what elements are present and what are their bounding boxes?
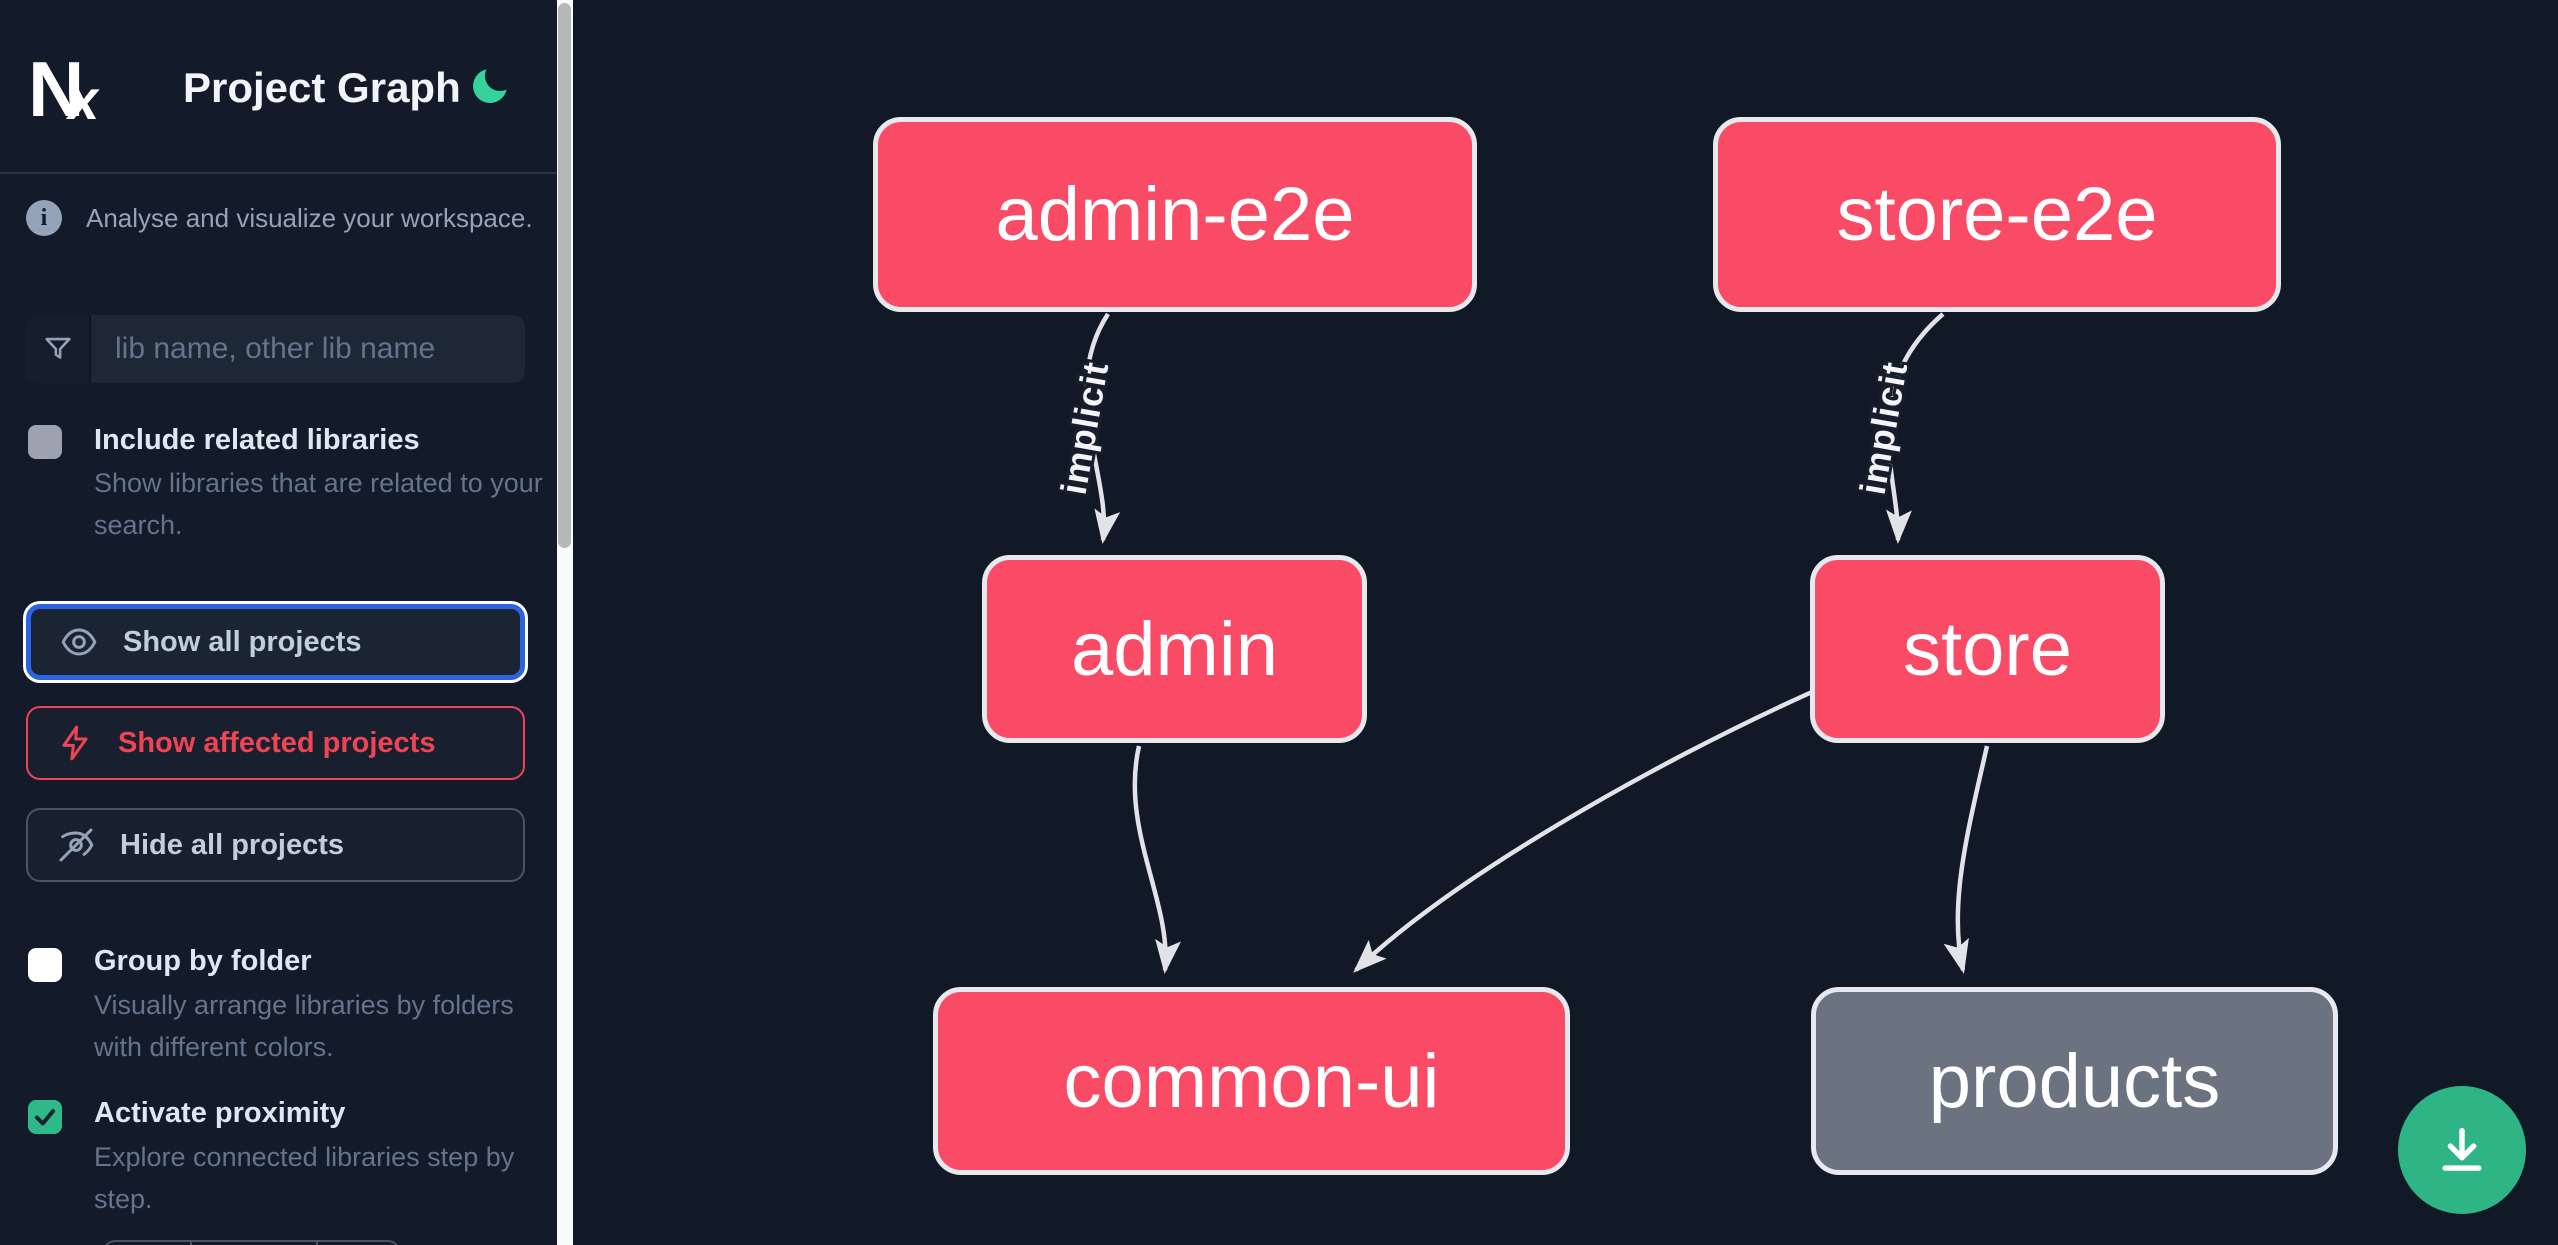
hide-all-projects-button[interactable]: Hide all projects	[26, 808, 525, 882]
graph-node-common-ui[interactable]: common-ui	[933, 987, 1570, 1175]
search-input[interactable]	[91, 315, 525, 383]
toggle-label-activate-proximity: Activate proximity	[94, 1097, 346, 1129]
workspace-info-row: i Analyse and visualize your workspace.	[26, 200, 533, 236]
nx-logo: N x	[28, 45, 138, 133]
download-graph-button[interactable]	[2398, 1086, 2526, 1214]
nx-logo-letter-x: x	[63, 68, 104, 131]
page-title: Project Graph	[183, 64, 461, 111]
show-affected-projects-button[interactable]: Show affected projects	[26, 706, 525, 780]
hide-all-projects-label: Hide all projects	[120, 828, 345, 861]
show-affected-projects-label: Show affected projects	[118, 726, 436, 759]
node-label: admin-e2e	[995, 172, 1355, 257]
graph-node-admin-e2e[interactable]: admin-e2e	[873, 117, 1477, 312]
toggle-label-group-by-folder: Group by folder	[94, 945, 312, 977]
checkbox-include-related[interactable]	[28, 425, 62, 459]
header-divider	[0, 172, 557, 174]
sidebar: N x Project Graph i Analyse and visualiz…	[0, 0, 557, 1245]
scrollbar-thumb[interactable]	[558, 3, 571, 548]
graph-node-store-e2e[interactable]: store-e2e	[1713, 117, 2281, 312]
eye-off-icon	[59, 828, 94, 862]
download-icon	[2442, 1127, 2482, 1171]
checkbox-group-by-folder[interactable]	[28, 948, 62, 982]
graph-node-products[interactable]: products	[1811, 987, 2338, 1175]
proximity-depth-stepper[interactable]	[103, 1240, 400, 1245]
toggle-desc-activate-proximity: Explore connected libraries step by step…	[94, 1142, 515, 1214]
node-label: admin	[1071, 606, 1278, 692]
nx-logo-letter-n: N	[28, 45, 84, 133]
node-label: store-e2e	[1836, 172, 2158, 257]
checkbox-activate-proximity[interactable]	[28, 1100, 62, 1134]
node-label: common-ui	[1063, 1038, 1440, 1124]
eye-icon	[61, 628, 97, 656]
toggle-desc-include-related: Show libraries that are related to your …	[94, 468, 543, 540]
toggle-label-include-related: Include related libraries	[94, 424, 420, 456]
sidebar-scrollbar[interactable]	[557, 0, 573, 1245]
node-label: products	[1928, 1038, 2221, 1124]
stepper-decrement-segment[interactable]	[105, 1242, 192, 1245]
theme-toggle-button[interactable]	[470, 61, 515, 106]
funnel-icon	[44, 337, 71, 359]
filter-icon-cell	[26, 315, 91, 383]
moon-icon	[473, 61, 515, 103]
show-all-projects-button[interactable]: Show all projects	[26, 604, 525, 680]
toggle-desc-group-by-folder: Visually arrange libraries by folders wi…	[94, 990, 514, 1062]
node-label: store	[1903, 606, 2072, 692]
graph-node-admin[interactable]: admin	[982, 555, 1367, 743]
info-icon: i	[26, 200, 62, 236]
search-box	[26, 315, 525, 383]
show-all-projects-label: Show all projects	[123, 625, 362, 658]
stepper-value-segment	[192, 1242, 318, 1245]
checkmark-icon	[34, 1109, 56, 1126]
bolt-icon	[62, 725, 88, 761]
tagline: Analyse and visualize your workspace.	[86, 202, 533, 233]
graph-node-store[interactable]: store	[1810, 555, 2165, 743]
